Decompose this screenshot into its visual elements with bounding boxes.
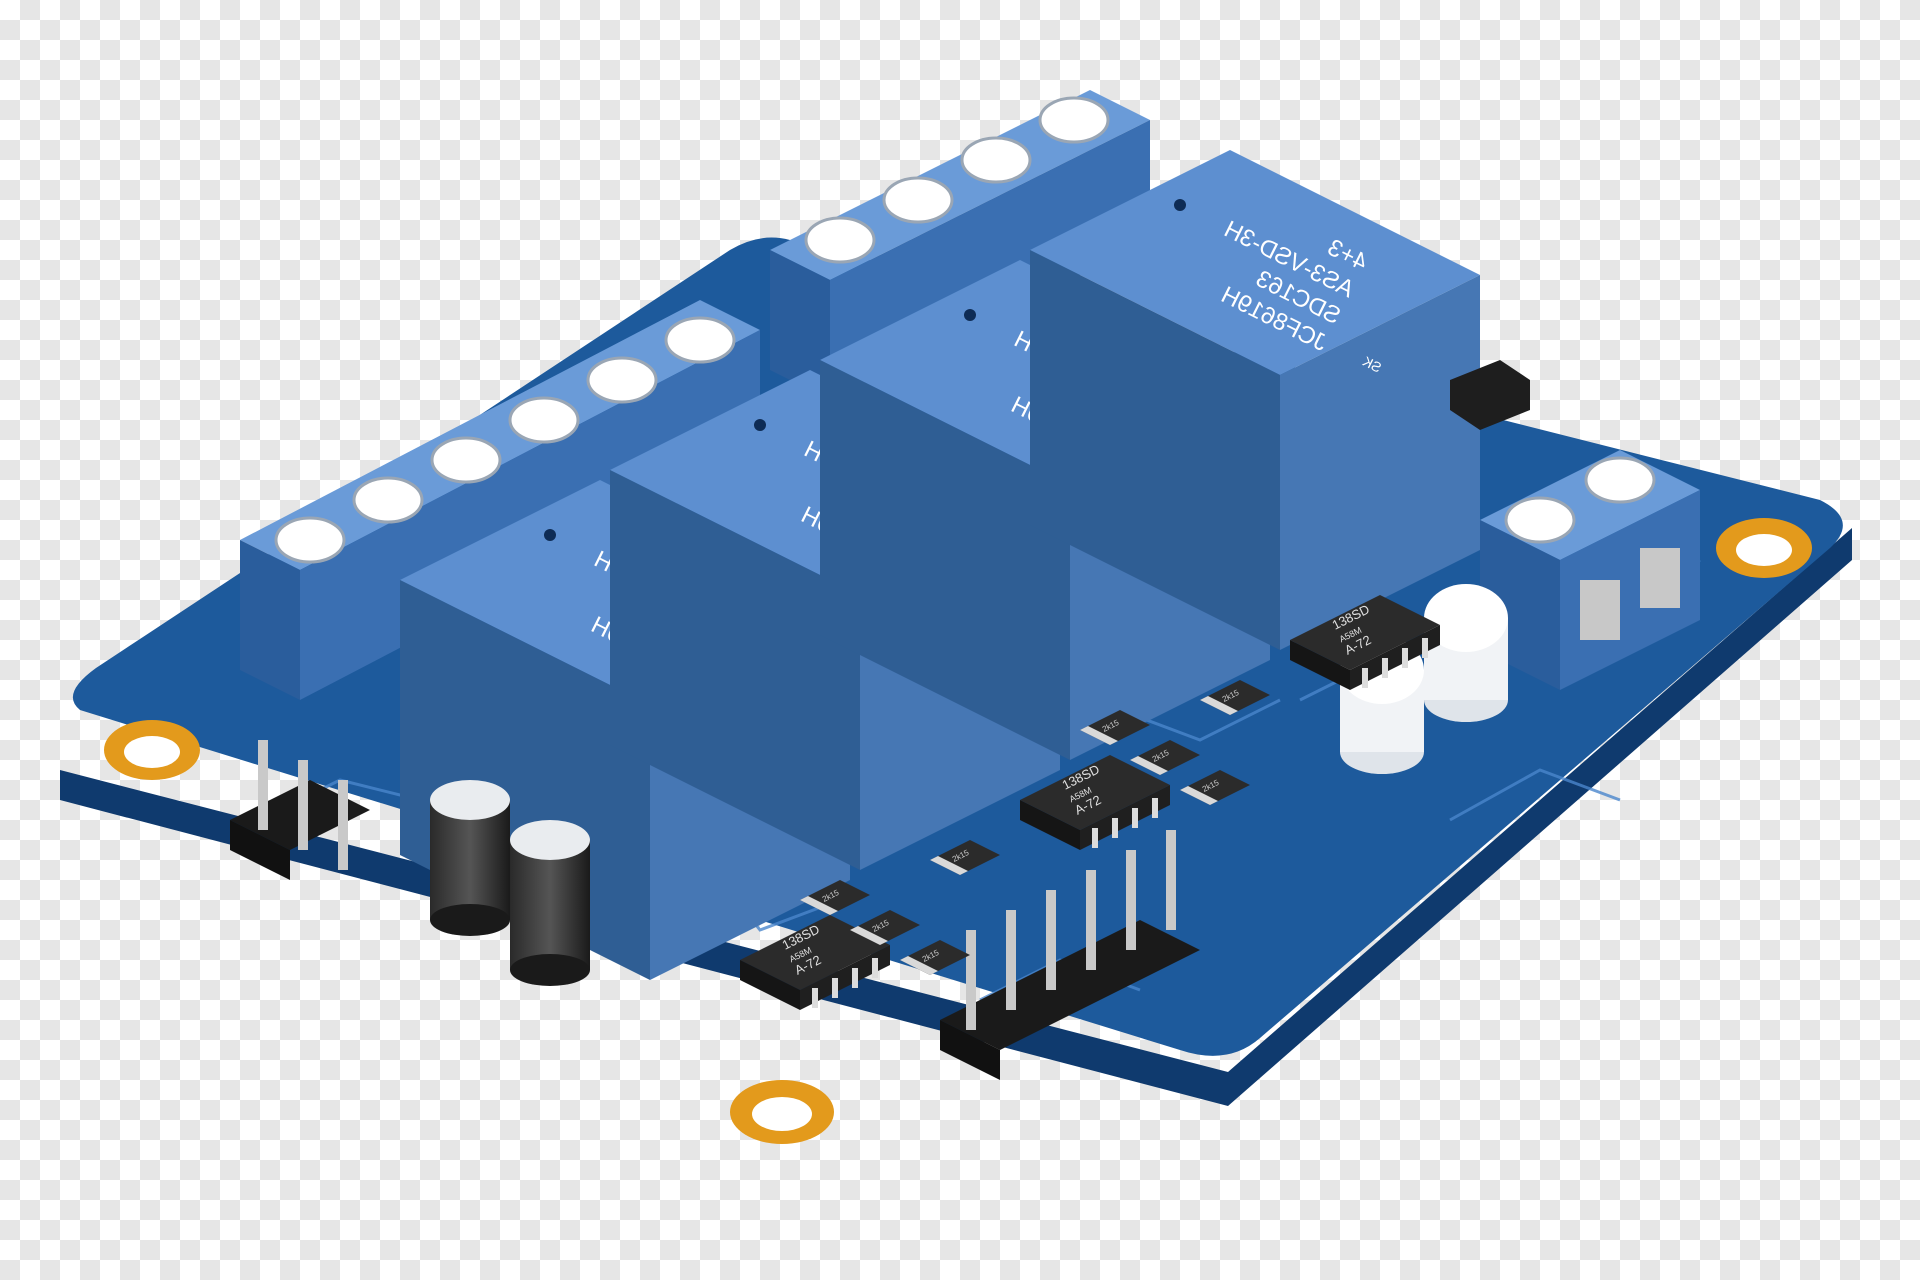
capacitor-2 xyxy=(510,820,590,986)
relay-pin1-dot xyxy=(1174,199,1186,211)
terminal-screws-left xyxy=(274,316,736,564)
power-terminal-screw-1 xyxy=(1504,496,1576,544)
relay-brand: SK xyxy=(1360,353,1384,376)
mounting-hole-bottom xyxy=(730,1080,834,1144)
relay-pin1-dot xyxy=(754,419,766,431)
relay-group: 4+3AS3-VSD-3HSDC163JCF8619HSK4+3AS3-VSD-… xyxy=(400,150,1480,980)
resistor-3: 2k15 xyxy=(900,940,970,975)
voltage-regulator xyxy=(1450,360,1530,430)
relay-front xyxy=(820,360,1070,760)
resistor-5: 2k15 xyxy=(1130,740,1200,775)
resistor-8: 2k15 xyxy=(1200,680,1270,715)
mounting-hole-right xyxy=(1716,518,1812,578)
terminal-screws-right xyxy=(804,96,1110,264)
relay-front xyxy=(610,470,860,870)
resistor-6: 2k15 xyxy=(1180,770,1250,805)
relay-top xyxy=(1030,150,1480,375)
resistor-4: 2k15 xyxy=(1080,710,1150,745)
power-terminal-screw-2 xyxy=(1584,456,1656,504)
mounting-hole-left xyxy=(104,720,200,780)
resistor-1: 2k15 xyxy=(800,880,870,915)
header-pins-bottom xyxy=(940,830,1200,1080)
relay-pin1-dot xyxy=(544,529,556,541)
relay-side xyxy=(1280,275,1480,650)
capacitor-1 xyxy=(430,780,510,936)
header-pins-left xyxy=(230,740,370,880)
relay-pin1-dot xyxy=(964,309,976,321)
led-2 xyxy=(1424,584,1508,722)
resistor-2: 2k15 xyxy=(850,910,920,945)
resistor-7: 2k15 xyxy=(930,840,1000,875)
relay-front xyxy=(1030,250,1280,650)
